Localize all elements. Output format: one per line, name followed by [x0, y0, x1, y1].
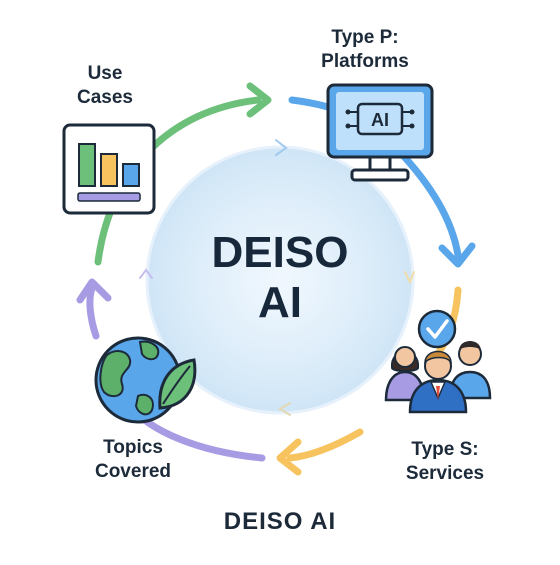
center-circle: [147, 147, 413, 413]
monitor-ai-icon: AI: [326, 83, 434, 182]
label-topics-line2: Covered: [94, 461, 172, 482]
arrowhead-orange: [276, 438, 302, 476]
footer-title: DEISO AI: [223, 508, 337, 535]
inner-arrow-purple: [139, 268, 153, 279]
bar-chart-icon: [62, 123, 156, 215]
label-use-cases: Use Cases: [60, 62, 150, 110]
center-title-line1: DEISO: [211, 228, 349, 277]
center-title: DEISO AI: [180, 228, 380, 328]
label-use-cases-line2: Cases: [77, 87, 133, 108]
inner-arrow-blue: [275, 139, 288, 156]
monitor-screen-text: AI: [371, 110, 389, 130]
center-title-line2: AI: [258, 278, 302, 327]
label-topics: Topics Covered: [68, 436, 198, 484]
arrowhead-green: [246, 82, 272, 118]
inner-arrow-orange: [404, 271, 415, 285]
arrowhead-purple: [76, 278, 112, 304]
label-platforms-line2: Platforms: [321, 51, 409, 72]
label-platforms: Type P: Platforms: [300, 26, 430, 74]
label-services-line1: Type S:: [411, 439, 479, 460]
globe-leaf-icon: [94, 336, 197, 424]
label-services: Type S: Services: [380, 438, 510, 486]
inner-arrow-lower: [278, 402, 291, 416]
checkmark-icon: [426, 319, 449, 339]
label-platforms-line1: Type P:: [331, 27, 399, 48]
label-services-line2: Services: [405, 463, 485, 484]
arrowhead-blue: [438, 242, 476, 268]
people-checkmark-icon: [384, 309, 492, 414]
checkmark-badge: [417, 309, 457, 349]
label-topics-line1: Topics: [103, 437, 163, 458]
label-use-cases-line1: Use: [87, 63, 123, 84]
